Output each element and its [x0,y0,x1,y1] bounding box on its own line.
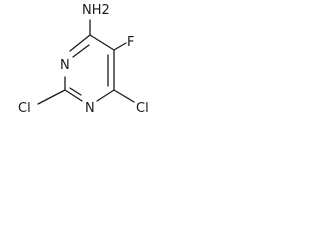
bond-c6-cl [113,89,135,103]
bond-c4-c5 [89,34,115,51]
ring-n-top-label: N [60,58,70,73]
bond-c5-f [113,42,127,51]
ring-n-bottom-label: N [85,101,95,116]
substituent-bonds [37,19,135,105]
bond-c2-cl [37,89,66,105]
ring-bonds [64,34,115,102]
bond-n3-c4-inner [72,44,90,58]
bond-n3-c4 [69,34,91,52]
bond-n1-c2-inner [69,87,82,96]
molecule-diagram: NH2 F N N Cl Cl [18,3,149,116]
chlorine-left-label: Cl [18,101,31,116]
bond-n1-c2 [64,89,83,102]
amine-label: NH2 [82,3,110,18]
fluorine-label: F [127,35,134,50]
chlorine-right-label: Cl [136,101,149,116]
bond-c6-n1 [96,89,115,102]
